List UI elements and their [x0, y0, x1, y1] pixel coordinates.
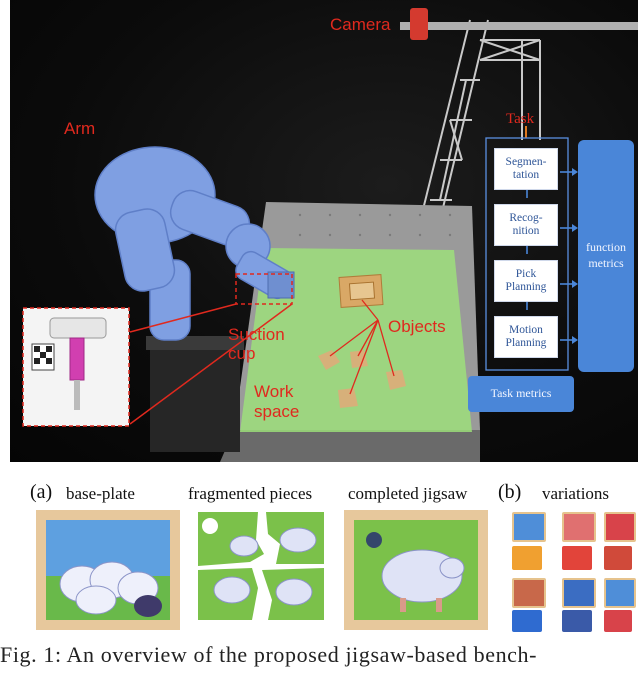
object-piece — [350, 350, 368, 368]
fragmented-pieces-caption: fragmented pieces — [188, 484, 313, 503]
base-plate-image — [36, 510, 180, 630]
arm-label: Arm — [64, 119, 96, 138]
object-piece — [318, 350, 340, 370]
object-pointers — [329, 299, 395, 395]
variation-tile — [562, 578, 596, 608]
variation-tile — [512, 546, 542, 570]
fragmented-pieces-image — [198, 512, 324, 620]
variation-tile — [604, 546, 632, 570]
variations-caption: variations — [542, 484, 610, 503]
suction-cup-label: Suction cup — [228, 325, 285, 363]
robot-arm — [94, 146, 293, 341]
task-label: Task — [506, 111, 535, 127]
variation-tile — [512, 512, 546, 542]
recognition-box: Recog- nition — [494, 204, 558, 246]
variation-tile — [512, 578, 546, 608]
camera-label: Camera — [330, 15, 391, 34]
task-metrics-panel: Task metrics — [468, 376, 574, 412]
base-plate-caption: base-plate — [66, 484, 135, 503]
task-pipeline-frame — [485, 137, 569, 371]
segmentation-box: Segmen- tation — [494, 148, 558, 190]
setup-scene — [22, 8, 638, 462]
workspace-area — [240, 248, 472, 432]
variation-tile — [562, 610, 592, 632]
camera-device — [410, 8, 428, 40]
variation-tile — [604, 578, 636, 608]
completed-jigsaw-caption: completed jigsaw — [348, 484, 468, 503]
variation-tile — [604, 512, 636, 542]
suction-cup-highlight — [235, 273, 293, 305]
work-space-label: Work space — [254, 382, 300, 421]
object-piece — [386, 370, 406, 390]
variation-tile — [604, 610, 632, 632]
function-metrics-panel: function metrics — [578, 140, 634, 372]
robot-stand — [150, 340, 240, 452]
motion-planning-box: Motion Planning — [494, 316, 558, 358]
object-piece — [338, 388, 358, 408]
figure-caption: Fig. 1: An overview of the proposed jigs… — [0, 642, 538, 667]
experiment-setup-photo: Camera Arm Task Suction cup Objects Work… — [10, 0, 638, 462]
panel-a-tag: (a) — [30, 481, 53, 503]
completed-jigsaw-image — [344, 510, 488, 630]
variation-tile — [562, 512, 596, 542]
panel-b-tag: (b) — [498, 481, 522, 503]
variation-tile — [562, 546, 592, 570]
objects-label: Objects — [388, 317, 446, 336]
pick-planning-box: Pick Planning — [494, 260, 558, 302]
variation-tile — [512, 610, 542, 632]
